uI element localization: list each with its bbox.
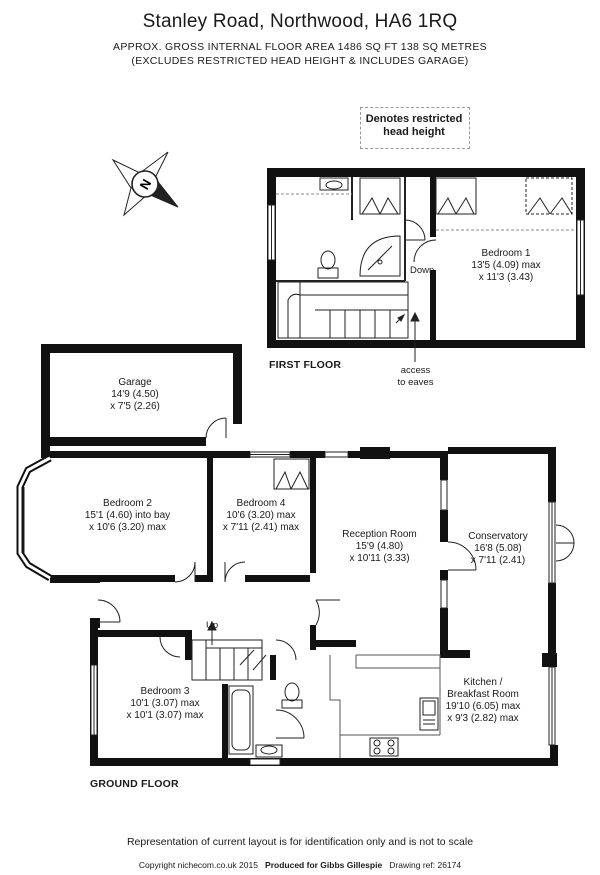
produced-for-text: Produced for Gibbs Gillespie bbox=[265, 860, 383, 870]
garage-name: Garage bbox=[118, 377, 152, 388]
page-title: Stanley Road, Northwood, HA6 1RQ bbox=[142, 11, 458, 32]
down-label: Down bbox=[410, 265, 435, 276]
bedroom-3-dim2: x 10'1 (3.07) max bbox=[126, 710, 204, 721]
conservatory-label: Conservatory 16'8 (5.08) x 7'11 (2.41) bbox=[448, 531, 548, 567]
ground-floor-label: GROUND FLOOR bbox=[90, 778, 179, 790]
drawing-ref-text: Drawing ref: 26174 bbox=[389, 860, 462, 870]
bedroom-2-dim2: x 10'6 (3.20) max bbox=[89, 522, 166, 533]
bedroom-4-dim2: x 7'11 (2.41) max bbox=[222, 522, 300, 533]
bedroom-1-dim2: x 11'3 (3.43) bbox=[478, 272, 534, 283]
ground-floor-details bbox=[16, 417, 575, 766]
conservatory-name: Conservatory bbox=[468, 531, 528, 542]
bedroom-3-label: Bedroom 3 10'1 (3.07) max x 10'1 (3.07) … bbox=[110, 686, 220, 722]
bedroom-2-label: Bedroom 2 15'1 (4.60) into bay x 10'6 (3… bbox=[60, 498, 195, 534]
bedroom-3-name: Bedroom 3 bbox=[140, 686, 190, 697]
copyright-text: Copyright nichecom.co.uk 2015 bbox=[138, 860, 258, 870]
reception-room-dim1: 15'9 (4.80) bbox=[355, 541, 404, 552]
bedroom-1-dim1: 13'5 (4.09) max bbox=[471, 260, 541, 271]
garage-dim1: 14'9 (4.50) bbox=[111, 389, 159, 400]
kitchen-dim2: x 9'3 (2.82) max bbox=[447, 713, 519, 724]
legend-line-1: Denotes restricted bbox=[365, 113, 463, 125]
kitchen-dim1: 19'10 (6.05) max bbox=[445, 701, 521, 712]
bedroom-1-label: Bedroom 1 13'5 (4.09) max x 11'3 (3.43) bbox=[452, 248, 560, 284]
reception-room-label: Reception Room 15'9 (4.80) x 10'11 (3.33… bbox=[322, 529, 437, 565]
floor-area-line: APPROX. GROSS INTERNAL FLOOR AREA 1486 S… bbox=[113, 41, 487, 53]
reception-room-name: Reception Room bbox=[342, 529, 417, 540]
kitchen-label: Kitchen / Breakfast Room 19'10 (6.05) ma… bbox=[428, 677, 538, 725]
garage-label: Garage 14'9 (4.50) x 7'5 (2.26) bbox=[80, 377, 190, 413]
bedroom-1-name: Bedroom 1 bbox=[481, 248, 531, 259]
bedroom-4-label: Bedroom 4 10'6 (3.20) max x 7'11 (2.41) … bbox=[212, 498, 310, 534]
compass-icon bbox=[111, 151, 179, 217]
bedroom-4-dim1: 10'6 (3.20) max bbox=[226, 510, 296, 521]
bedroom-2-name: Bedroom 2 bbox=[103, 498, 152, 509]
first-floor-details bbox=[267, 177, 585, 362]
bedroom-4-name: Bedroom 4 bbox=[236, 498, 286, 509]
eaves-access-line1: access bbox=[400, 365, 431, 376]
eaves-access-line2: to eaves bbox=[397, 377, 434, 388]
kitchen-name-2: Breakfast Room bbox=[447, 689, 519, 700]
footer-credits: Copyright nichecom.co.uk 2015 Produced f… bbox=[0, 860, 600, 870]
bedroom-2-dim1: 15'1 (4.60) into bay bbox=[84, 510, 171, 521]
conservatory-dim1: 16'8 (5.08) bbox=[474, 543, 522, 554]
garage-dim2: x 7'5 (2.26) bbox=[110, 401, 160, 412]
bedroom-3-dim1: 10'1 (3.07) max bbox=[130, 698, 200, 709]
legend-line-2: head height bbox=[383, 126, 445, 138]
kitchen-name-1: Kitchen / bbox=[463, 677, 503, 688]
first-floor-label: FIRST FLOOR bbox=[269, 359, 342, 371]
disclaimer-text: Representation of current layout is for … bbox=[126, 836, 474, 848]
conservatory-dim2: x 7'11 (2.41) bbox=[470, 555, 526, 566]
floor-area-note: (EXCLUDES RESTRICTED HEAD HEIGHT & INCLU… bbox=[131, 55, 469, 67]
restricted-height-legend bbox=[360, 107, 470, 149]
up-label: Up bbox=[206, 620, 219, 631]
reception-room-dim2: x 10'11 (3.33) bbox=[349, 553, 410, 564]
eaves-access-label: access to eaves bbox=[378, 365, 453, 389]
